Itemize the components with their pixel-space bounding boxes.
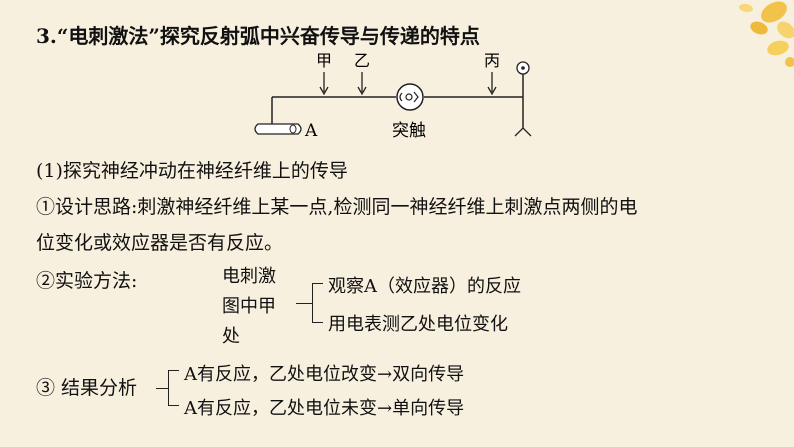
result-label: ③ 结果分析 (36, 377, 138, 399)
label-jia: 甲 (316, 51, 332, 70)
method-measure-yi: 用电表测乙处电位变化 (328, 314, 508, 335)
label-a: A (304, 121, 318, 141)
flower-decoration-icon (739, 1, 794, 67)
result-bidirectional: A有反应，乙处电位改变→双向传导 (184, 364, 465, 385)
label-bing: 丙 (484, 51, 500, 70)
method-stim-line1: 电刺激 (222, 266, 276, 287)
effector-a-icon (254, 123, 302, 135)
result-unidirectional: A有反应，乙处电位未变→单向传导 (184, 398, 465, 419)
design-text-line1: ①设计思路:刺激神经纤维上某一点,检测同一神经纤维上刺激点两侧的电 (36, 196, 638, 218)
label-synapse: 突触 (392, 121, 426, 141)
neuron-cell-body-icon (516, 61, 530, 75)
synapse-icon (396, 83, 424, 111)
method-observe-a: 观察A（效应器）的反应 (328, 276, 521, 297)
page-title: 3.“电刺激法”探究反射弧中兴奋传导与传递的特点 (36, 24, 480, 48)
receptor-icon (514, 127, 532, 137)
design-text-line2: 位变化或效应器是否有反应。 (36, 232, 284, 254)
method-connector (296, 303, 312, 304)
method-stim-line2: 图中甲 (222, 296, 276, 317)
method-label: ②实验方法: (36, 270, 138, 292)
result-connector (156, 388, 168, 389)
result-bracket (168, 370, 179, 406)
method-stim-line3: 处 (222, 326, 240, 347)
method-bracket (312, 283, 323, 323)
section-heading: (1)探究神经冲动在神经纤维上的传导 (36, 160, 348, 182)
reflex-arc-diagram: A 突触 甲 乙 丙 (254, 51, 532, 141)
label-yi: 乙 (354, 51, 370, 70)
